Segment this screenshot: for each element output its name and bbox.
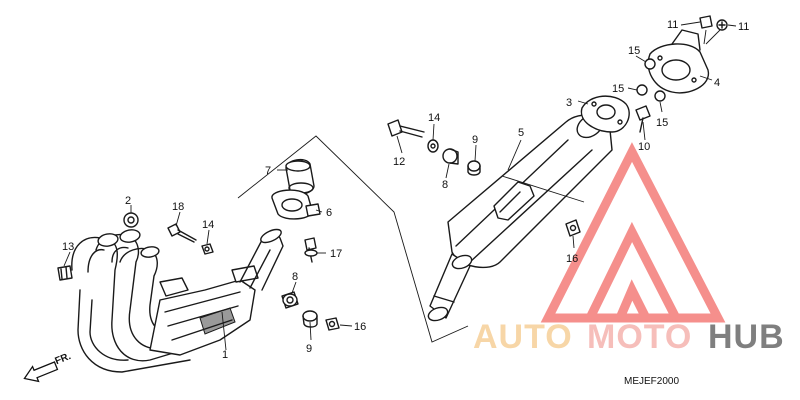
part-14-nut-left [201,243,214,255]
part-3-end-gasket [580,95,630,133]
part-10-bolt [635,105,651,133]
part-7-gasket-ring [285,158,315,196]
part-16-nut-left [325,317,340,331]
callout-15-c: 15 [656,117,668,129]
callout-2: 2 [125,195,131,207]
part-15-nut-b [636,84,648,96]
callout-5: 5 [518,127,524,139]
part-15-nut-c [654,90,666,102]
part-16-nut-right [565,219,581,237]
callout-6: 6 [326,207,332,219]
part-9-bushing-right [467,160,481,176]
callout-14-right: 14 [428,112,440,124]
front-direction-label: FR. [54,351,73,367]
callout-12: 12 [393,156,405,168]
callout-10: 10 [638,141,650,153]
part-6-clamp [271,189,321,220]
callout-9-right: 9 [472,134,478,146]
callout-16-left: 16 [354,321,366,333]
callout-13: 13 [62,241,74,253]
callout-1: 1 [222,349,228,361]
part-15-nut-a [644,58,656,70]
callout-11-left: 11 [667,19,678,31]
front-arrow-icon [23,361,59,383]
callout-4: 4 [714,77,720,89]
watermark-logo: AUTO MOTO HUB [473,142,785,356]
callout-labels: 1 2 3 4 5 6 7 8 8 9 9 10 11 11 12 13 14 … [62,19,749,361]
part-11-screw-right [716,19,728,31]
part-9-bushing-left [302,310,318,328]
callout-15-b: 15 [612,83,624,95]
leader-lines [63,21,737,351]
assembly-divider-line [237,135,469,343]
muffler [427,113,613,322]
part-4-end-cover [647,29,709,94]
watermark-word-hub: HUB [708,318,785,356]
watermark-word-moto: MOTO [587,318,692,356]
callout-3: 3 [566,97,572,109]
watermark-triangle [540,142,726,323]
callout-8-right: 8 [442,179,448,191]
callout-15-a: 15 [628,45,640,57]
diagram-code: MEJEF2000 [624,376,679,387]
part-17-bolt [304,237,318,263]
callout-11-right: 11 [738,21,749,33]
callout-16-right: 16 [566,253,578,265]
part-13-bolt [57,265,73,281]
part-12-bolt [387,119,425,138]
part-8-collar-left [281,291,299,309]
part-2-gasket [123,212,139,228]
callout-14-left: 14 [202,219,214,231]
callout-17: 17 [330,248,342,260]
callout-9-left: 9 [306,343,312,355]
part-14-washer-right [427,139,439,153]
front-direction-indicator: FR. [23,351,73,383]
watermark-word-auto: AUTO [473,318,573,356]
part-8-collar-right [442,148,459,165]
callout-7: 7 [265,165,271,177]
callout-18: 18 [172,201,184,213]
part-11-screw-left [699,15,713,29]
callout-8-left: 8 [292,271,298,283]
part-18-stud-bolt [167,223,197,243]
exhaust-header-pipes [71,228,284,373]
